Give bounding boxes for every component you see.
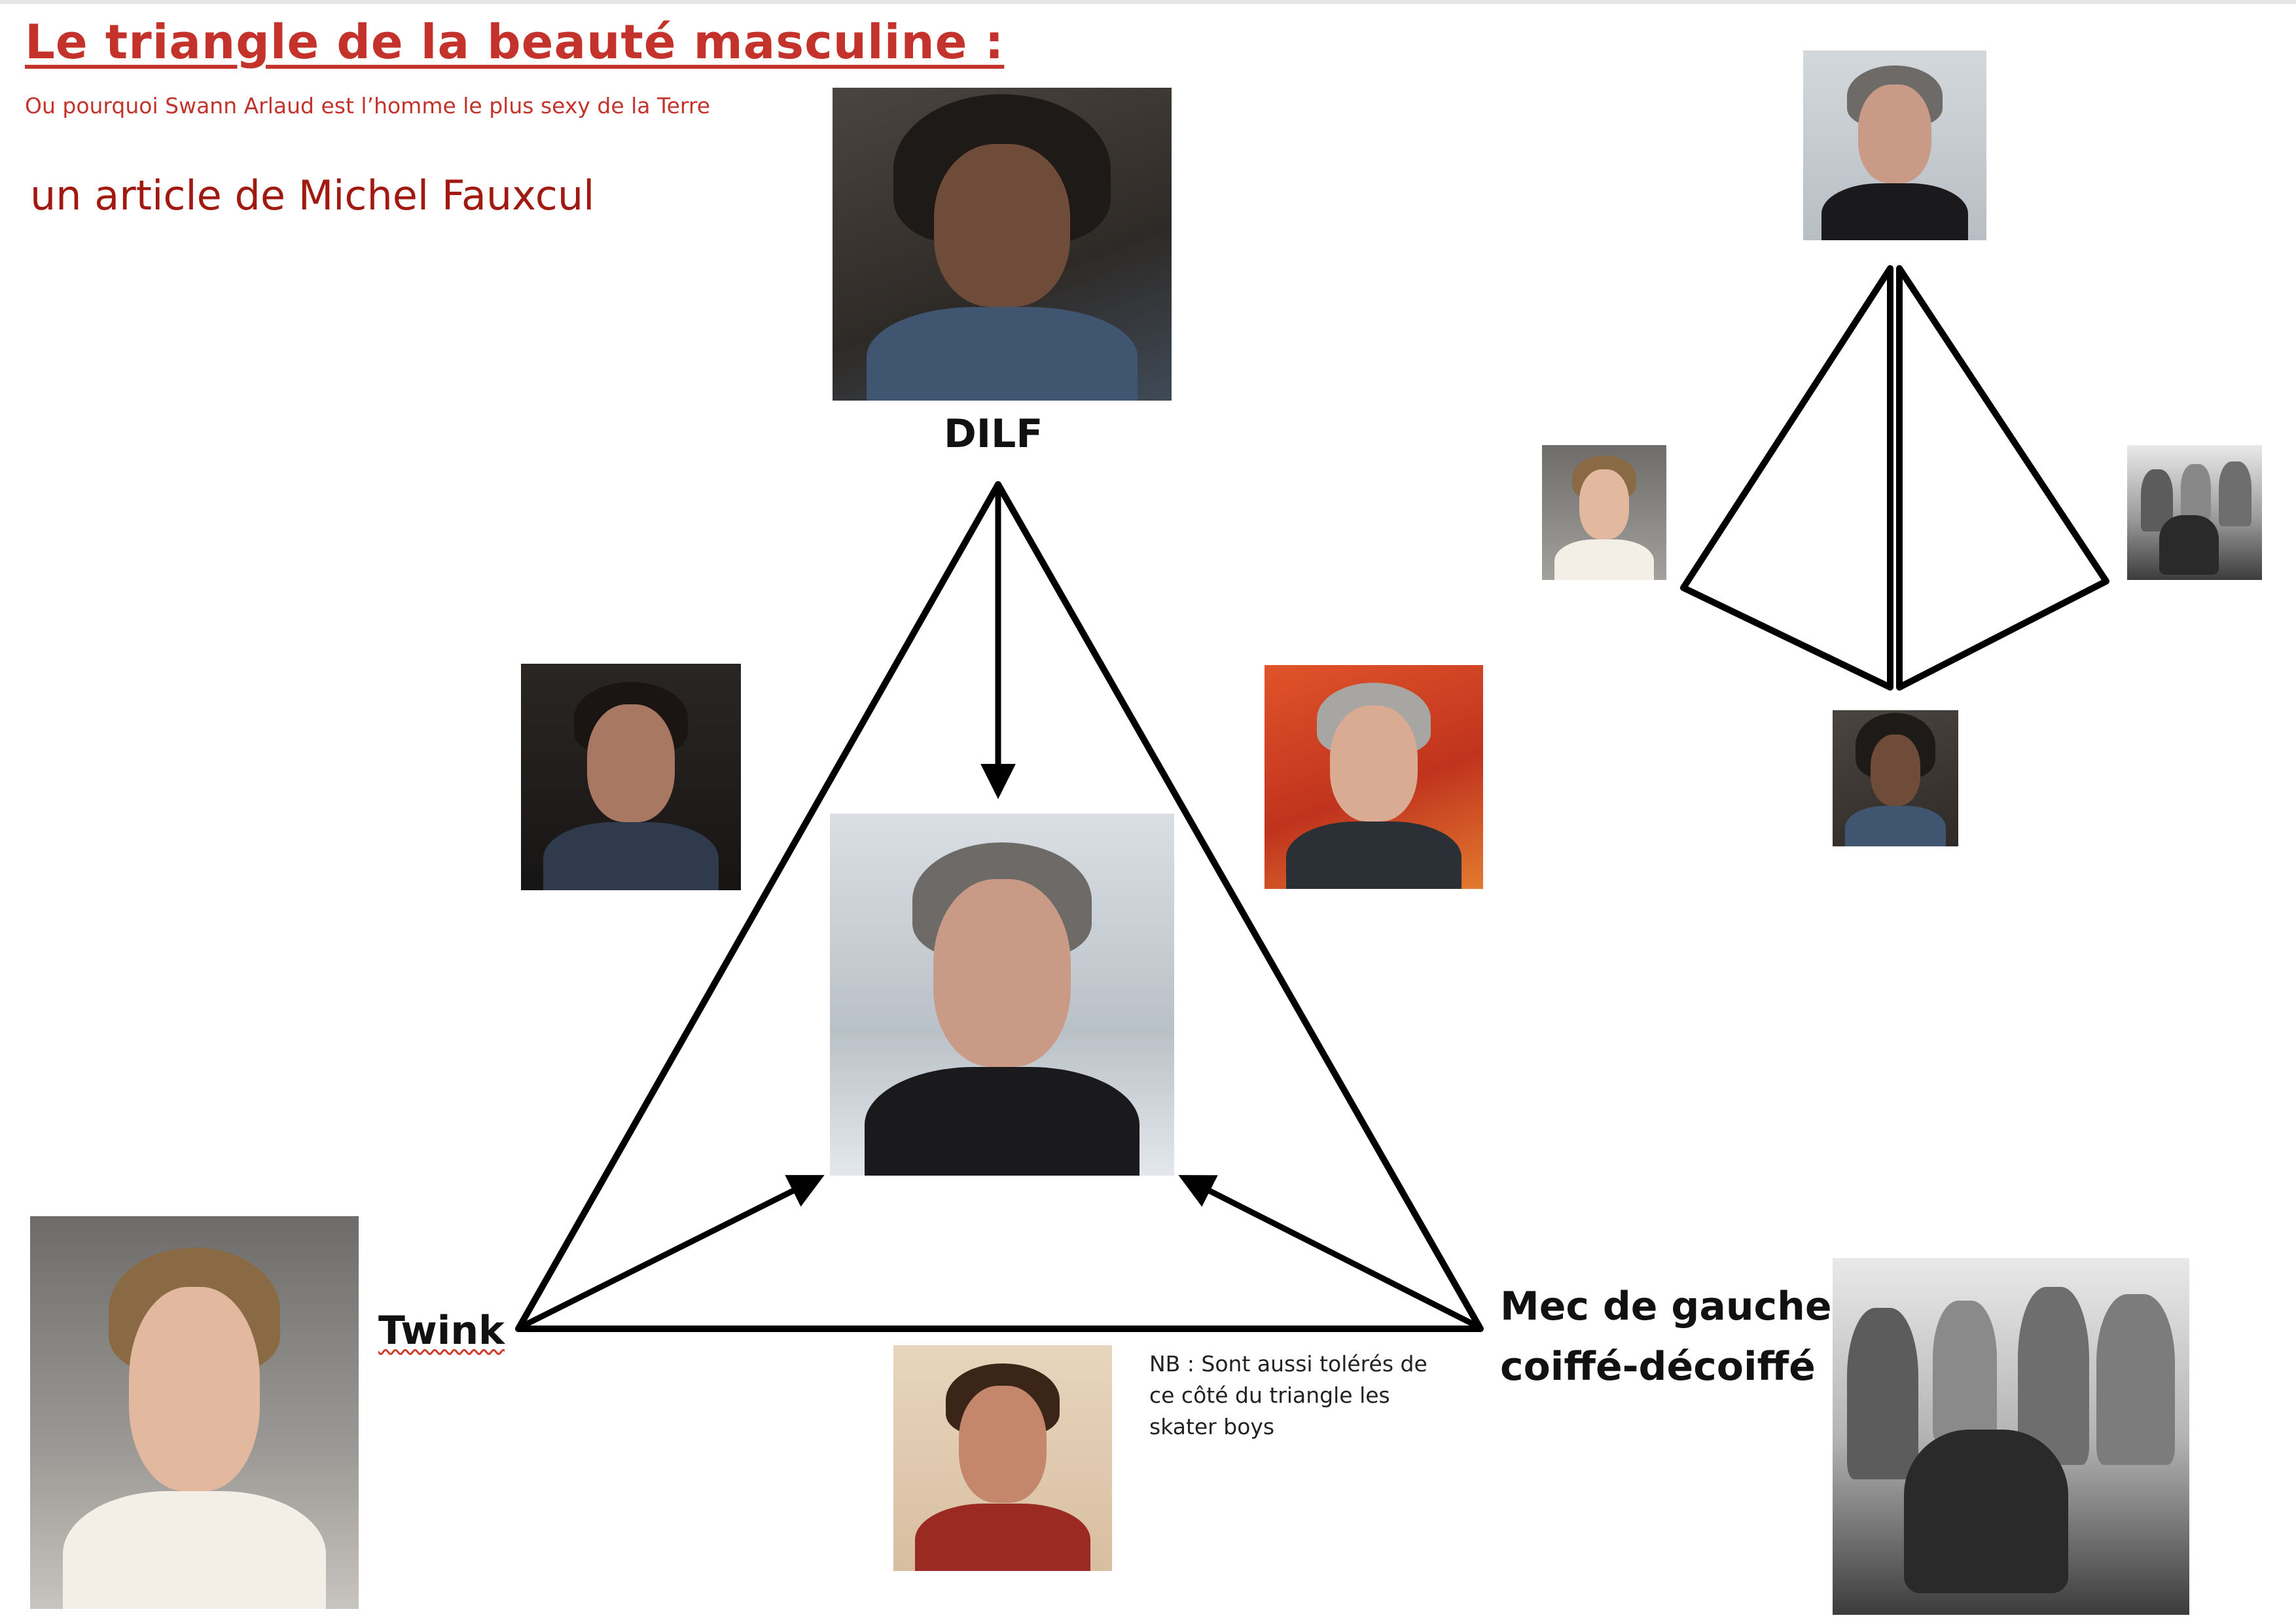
vertex-label-twink: Twink — [378, 1308, 505, 1354]
author-byline: un article de Michel Fauxcul — [30, 171, 595, 219]
mini-pyramid — [1680, 265, 2109, 691]
top-border — [0, 0, 2296, 4]
photo-left-side — [521, 664, 741, 890]
arrow-gauche-to-center — [1178, 1175, 1478, 1329]
arrow-twink-to-center — [522, 1175, 825, 1329]
mini-photo-right — [2127, 445, 2262, 580]
mini-photo-bottom — [1833, 710, 1958, 846]
page-subtitle: Ou pourquoi Swann Arlaud est l’homme le … — [25, 93, 711, 118]
skater-note: NB : Sont aussi tolérés de ce côté du tr… — [1149, 1351, 1427, 1439]
main-triangle — [515, 481, 1484, 1332]
photo-mec-de-gauche — [1833, 1258, 2189, 1615]
vertex-label-mec-de-gauche: Mec de gauche coiffé-décoiffé — [1500, 1276, 1832, 1397]
mini-photo-left — [1542, 445, 1666, 580]
vertex-label-dilf: DILF — [944, 411, 1043, 457]
mini-photo-top — [1803, 50, 1986, 240]
photo-dilf — [833, 88, 1172, 401]
photo-twink — [30, 1216, 359, 1609]
photo-bottom-side — [893, 1345, 1112, 1571]
vertex-label-mec-line1: Mec de gauche — [1500, 1284, 1832, 1329]
vertex-label-mec-line2: coiffé-décoiffé — [1500, 1344, 1816, 1390]
photo-center — [830, 814, 1174, 1176]
photo-right-side — [1265, 665, 1483, 889]
page-title: Le triangle de la beauté masculine : — [25, 14, 1005, 69]
